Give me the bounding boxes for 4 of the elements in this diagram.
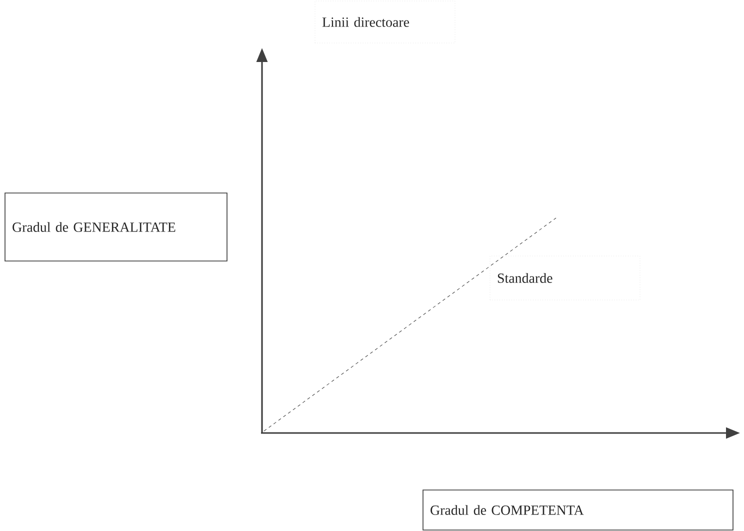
- axis-label: Standarde: [490, 256, 640, 300]
- text-box: Gradul de COMPETENTA: [422, 490, 734, 530]
- text-box: Gradul de GENERALITATE: [4, 192, 228, 262]
- axis-label: Linii directoare: [314, 0, 456, 44]
